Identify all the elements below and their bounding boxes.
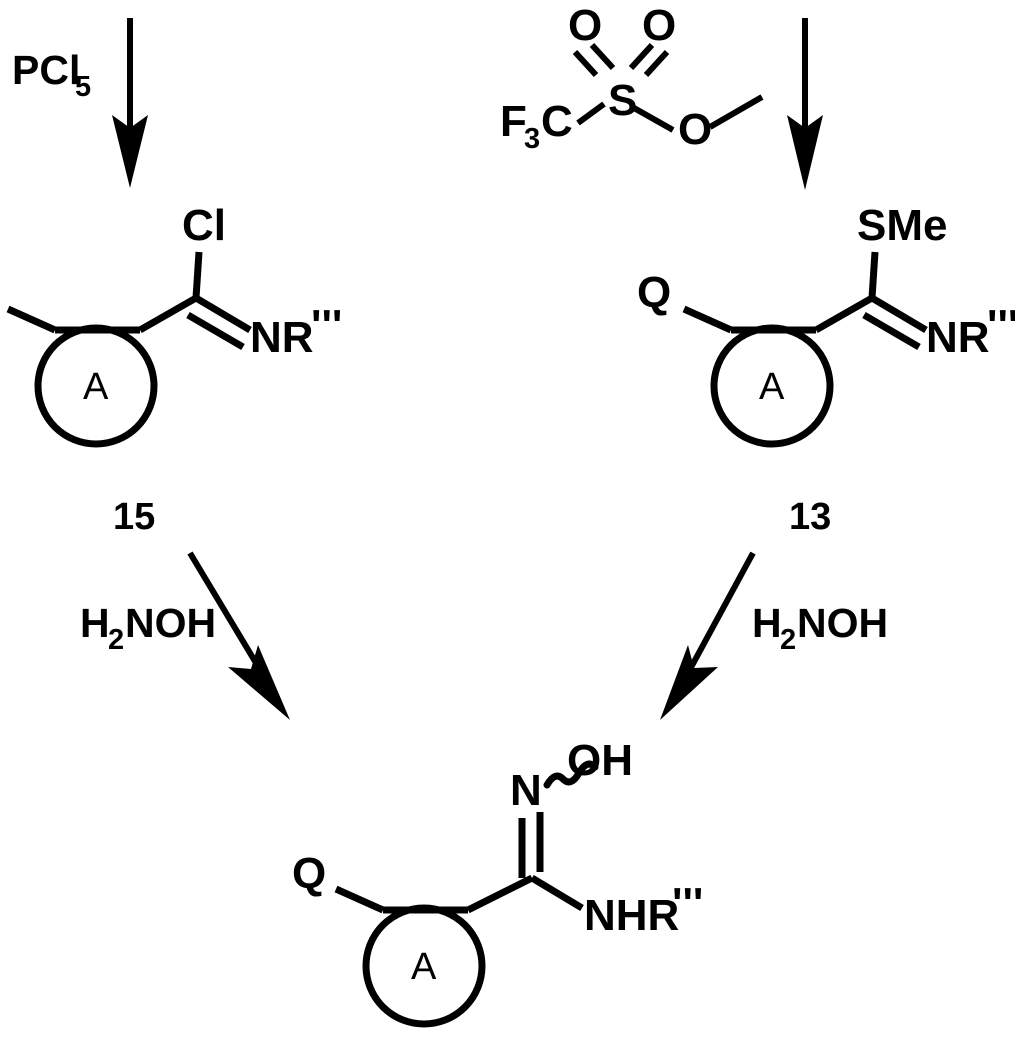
product-q-label: Q xyxy=(292,849,326,898)
compound-13-imine-nitrogen-label: NR xyxy=(926,313,990,362)
compound-13-thiomethyl-label: SMe xyxy=(857,201,947,250)
hydroxylamine-right-subscript: 2 xyxy=(780,624,796,656)
reagent-methyl-triflate-group: O O S F 3 C O xyxy=(500,1,764,155)
reagent-pcl5-label: PCl xyxy=(12,47,80,93)
reagent-pcl5-subscript: 5 xyxy=(75,71,91,103)
triflate-ester-oxygen-label: O xyxy=(678,105,712,154)
hydroxylamine-right-tail: NOH xyxy=(797,600,888,646)
compound-15-ring-a xyxy=(34,324,158,448)
arrow-right-to-product xyxy=(660,551,756,720)
compound-13-q-label: Q xyxy=(637,268,671,317)
reagent-pcl5-group: PCl 5 xyxy=(12,47,91,103)
hydroxylamine-left-tail: NOH xyxy=(125,600,216,646)
structure-compound-13: SMe NR ''' Q A 13 xyxy=(637,201,1015,538)
compound-13-ring-a xyxy=(710,324,834,448)
compound-15-chlorine-label: Cl xyxy=(182,201,226,250)
arrow-left-to-product xyxy=(187,551,290,720)
arrow-triflate xyxy=(787,18,823,190)
product-oxime-nitrogen-label: N xyxy=(510,766,542,815)
triflate-sulfur-label: S xyxy=(608,76,637,125)
product-ring-a-label: A xyxy=(411,946,437,988)
compound-15-imine-nitrogen-label: NR xyxy=(250,313,314,362)
triflate-fluorine-subscript: 3 xyxy=(524,123,540,155)
structure-product-amidoxime: OH N NHR ''' Q A xyxy=(292,736,703,1028)
compound-13-ring-a-label: A xyxy=(759,366,785,408)
triflate-carbon-label: C xyxy=(541,97,573,146)
compound-15-number: 15 xyxy=(113,496,155,538)
compound-13-number: 13 xyxy=(789,496,831,538)
compound-15-imine-primes: ''' xyxy=(311,301,342,350)
product-ring-a xyxy=(362,904,486,1028)
hydroxylamine-right-label: H xyxy=(752,600,782,646)
hydroxylamine-left-subscript: 2 xyxy=(108,624,124,656)
triflate-fluorine-label: F xyxy=(500,97,527,146)
hydroxylamine-left-label: H xyxy=(80,600,110,646)
triflate-oxygen-left-label: O xyxy=(568,1,602,50)
arrow-pcl5 xyxy=(112,18,148,188)
product-amine-primes: ''' xyxy=(672,879,703,928)
product-amine-label: NHR xyxy=(584,891,679,940)
compound-15-ring-a-label: A xyxy=(83,366,109,408)
compound-13-imine-primes: ''' xyxy=(987,301,1015,350)
product-wavy-bond xyxy=(543,760,599,789)
triflate-oxygen-right-label: O xyxy=(642,1,676,50)
reagent-hydroxylamine-right-group: H 2 NOH xyxy=(752,600,888,656)
reagent-hydroxylamine-left-group: H 2 NOH xyxy=(80,600,216,656)
structure-compound-15: Cl NR ''' A 15 xyxy=(6,201,342,538)
